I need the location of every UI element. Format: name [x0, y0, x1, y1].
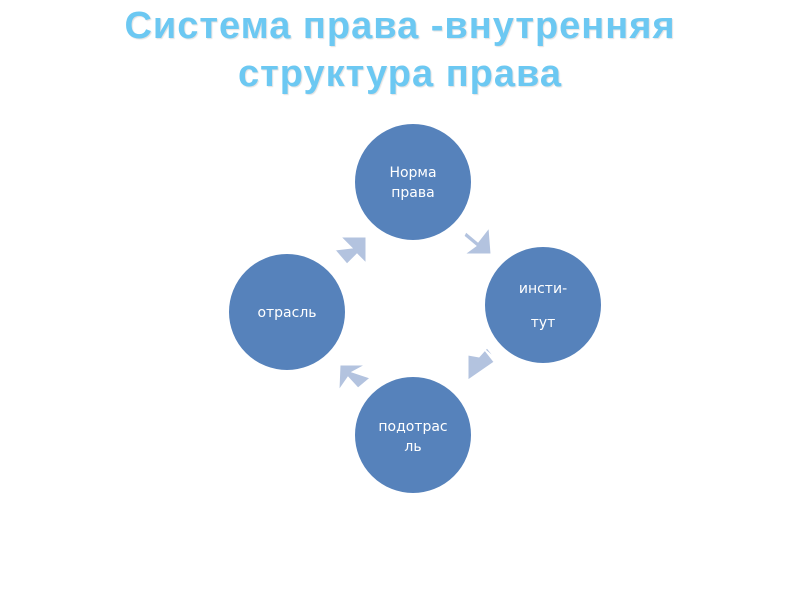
node-circle — [353, 375, 473, 495]
arrow-shape — [334, 236, 367, 265]
arrow-institut-to-podotrasl — [467, 347, 496, 381]
node-circle — [353, 122, 473, 242]
node-label-line-1: подотрас — [378, 419, 447, 435]
slide-title: Система права -внутренняя структура прав… — [0, 2, 800, 98]
node-circle — [227, 252, 347, 372]
node-label-line-2: тут — [531, 315, 556, 331]
arrow-shape — [467, 347, 496, 381]
node-label-line-1: отрасль — [257, 305, 316, 321]
node-podotrasl: подотрас ль — [353, 375, 473, 495]
arrow-shape — [338, 364, 372, 392]
node-institut: инсти- тут — [483, 245, 603, 365]
node-norma-prava: Норма права — [353, 122, 473, 242]
title-line-1: Система права -внутренняя — [124, 5, 676, 47]
arrow-shape — [463, 226, 492, 255]
title-line-2: структура права — [238, 53, 562, 95]
arrow-podotrasl-to-otrasl — [338, 364, 372, 392]
arrow-norma-to-institut — [463, 226, 492, 255]
node-label-line-2: ль — [404, 439, 421, 455]
node-label-line-1: Норма — [389, 165, 436, 181]
node-otrasl: отрасль — [227, 252, 347, 372]
arrow-otrasl-to-norma — [334, 236, 367, 265]
node-label-line-2: права — [391, 185, 434, 201]
node-label-line-1: инсти- — [519, 281, 567, 297]
node-circle — [483, 245, 603, 365]
